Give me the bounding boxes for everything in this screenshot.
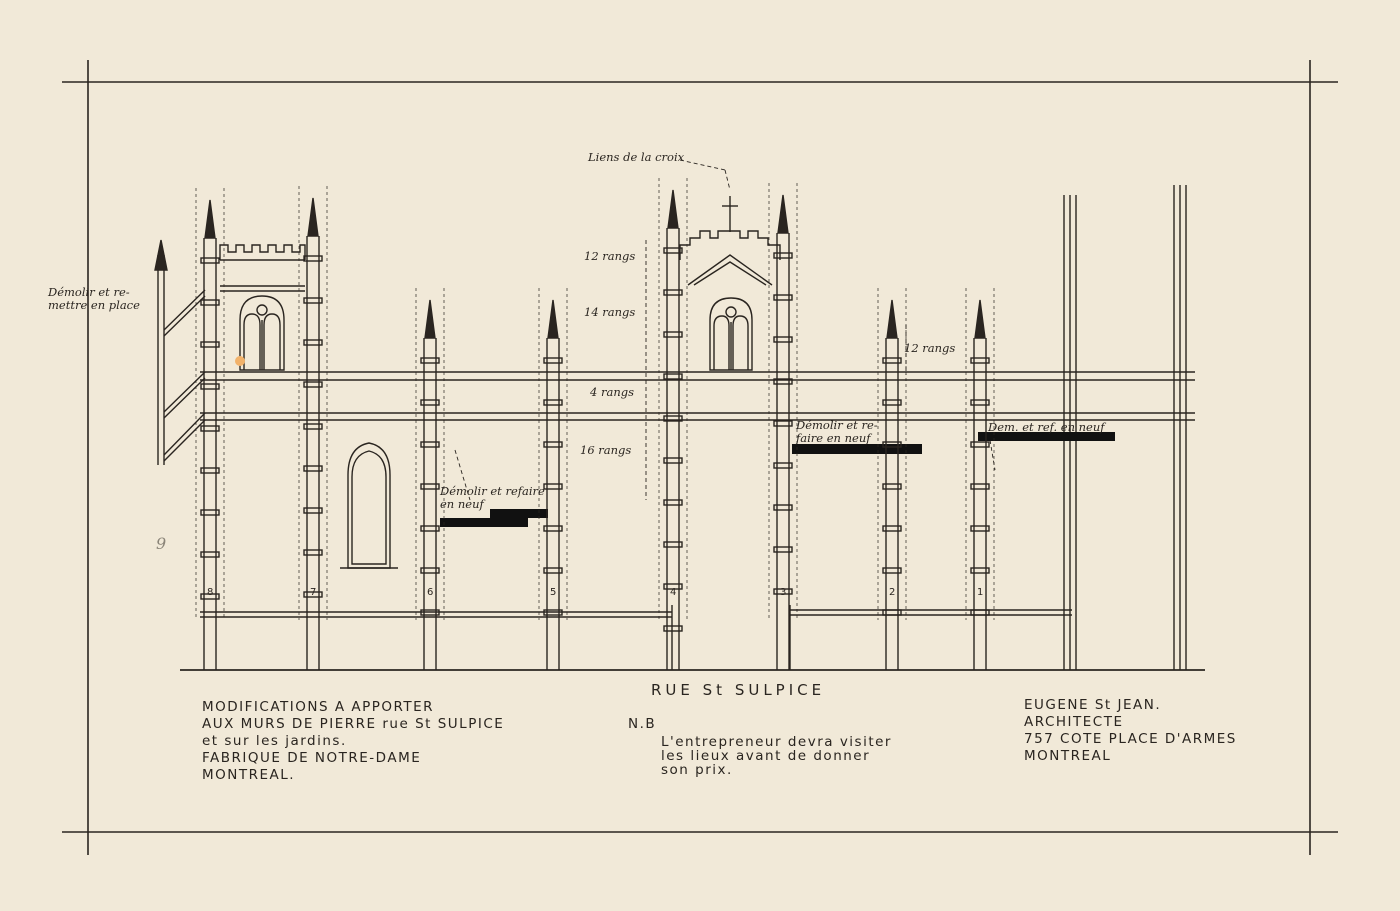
pillar xyxy=(415,288,445,670)
left-tower xyxy=(219,244,306,292)
pier-number: 1 xyxy=(977,587,983,598)
architect-block: EUGENE St JEAN. ARCHITECTE 757 COTE PLAC… xyxy=(1024,697,1237,765)
rebuild-note-right: Démolir et re- faire en neuf xyxy=(796,419,878,445)
pier-number: 7 xyxy=(310,587,316,598)
pier-labels: 8 7 6 5 4 3 2 1 xyxy=(207,587,983,598)
lower-rail xyxy=(200,412,1195,421)
pier-number: 6 xyxy=(427,587,433,598)
architect-line-2: ARCHITECTE xyxy=(1024,714,1124,730)
rebuild-note-right-line1: Démolir et re- xyxy=(796,418,878,432)
pillar xyxy=(195,188,225,670)
note-line-3: son prix. xyxy=(661,762,733,778)
title-line-5: MONTREAL. xyxy=(202,767,296,783)
pillar xyxy=(538,288,568,670)
title-line-4: FABRIQUE DE NOTRE-DAME xyxy=(202,750,422,766)
rebuild-note-left-line1: Démolir et re- xyxy=(48,285,130,299)
rebuild-note-left: Démolir et re- mettre en place xyxy=(48,286,140,312)
cross-ties-label: Liens de la croix xyxy=(588,150,685,164)
pillar xyxy=(877,288,907,670)
rebuild-note-center-line1: Démolir et refaire xyxy=(440,484,545,498)
redaction-marks xyxy=(440,432,1115,527)
title-line-2: AUX MURS DE PIERRE rue St SULPICE xyxy=(202,716,505,732)
upper-rail xyxy=(200,371,1195,381)
pillar xyxy=(768,183,798,670)
rebuild-note-right-line2: faire en neuf xyxy=(796,431,871,445)
note-line-1: L'entrepreneur devra visiter xyxy=(661,734,892,750)
pillar xyxy=(298,186,328,670)
street-label: RUE St SULPICE xyxy=(651,681,826,699)
courses-16: 16 rangs xyxy=(580,443,632,457)
title-line-3: et sur les jardins. xyxy=(202,733,347,749)
title-block: MODIFICATIONS A APPORTER AUX MURS DE PIE… xyxy=(202,699,504,784)
lancet-window xyxy=(340,442,398,569)
return-wall xyxy=(154,239,206,465)
rebuild-note-far-right: Dem. et ref. en neuf xyxy=(988,420,1105,434)
note-heading: N.B xyxy=(628,716,657,732)
courses-14: 14 rangs xyxy=(584,305,636,319)
pillar xyxy=(965,288,995,670)
note-line-2: les lieux avant de donner xyxy=(661,748,871,764)
title-line-1: MODIFICATIONS A APPORTER xyxy=(202,699,435,715)
rebuild-note-center: Démolir et refaire en neuf xyxy=(440,485,545,511)
central-pediment xyxy=(679,196,781,286)
left-tower-window xyxy=(235,295,285,371)
pillar xyxy=(658,178,688,670)
architect-line-1: EUGENE St JEAN. xyxy=(1024,697,1162,713)
courses-12-upper: 12 rangs xyxy=(584,249,636,263)
central-window xyxy=(709,297,753,371)
architect-line-3: 757 COTE PLACE D'ARMES xyxy=(1024,731,1237,747)
architect-line-4: MONTREAL xyxy=(1024,748,1112,764)
rebuild-note-center-line2: en neuf xyxy=(440,497,484,511)
courses-12-right: 12 rangs xyxy=(904,341,956,355)
border-frame xyxy=(62,60,1338,855)
pier-number: 2 xyxy=(889,587,895,598)
page-mark: 9 xyxy=(156,534,167,553)
note-block: L'entrepreneur devra visiter les lieux a… xyxy=(661,735,892,777)
pier-number: 3 xyxy=(780,587,786,598)
courses-4: 4 rangs xyxy=(590,385,634,399)
pier-number: 4 xyxy=(670,587,676,598)
rebuild-note-left-line2: mettre en place xyxy=(48,298,140,312)
pier-number: 5 xyxy=(550,587,556,598)
pillars xyxy=(195,178,995,670)
base-wall xyxy=(200,605,1072,670)
pier-number: 8 xyxy=(207,587,213,598)
